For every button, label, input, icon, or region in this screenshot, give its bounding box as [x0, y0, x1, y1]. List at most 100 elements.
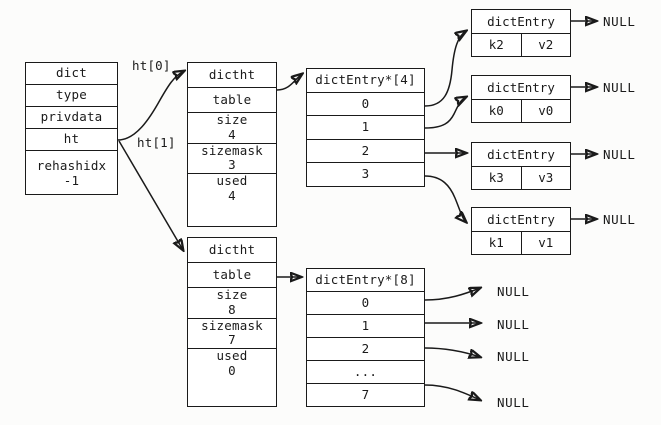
null-label-k3-next: NULL: [603, 147, 636, 162]
dictht0-field-used-label: used: [216, 173, 248, 188]
bucket8-slot-7: 7: [307, 384, 424, 406]
dict-entry-node-k3-value-text: v3: [538, 170, 554, 186]
bucket8-slot-7-label: 7: [361, 386, 370, 402]
null-label-k2-next: NULL: [603, 14, 636, 29]
dict-entry-node-k0-kv: k0 v0: [472, 99, 571, 122]
null-label-bucket8-0-text: NULL: [497, 284, 530, 299]
ht1-pointer-label: ht[1]: [137, 135, 176, 150]
bucket-slot-1: 1: [307, 116, 424, 140]
bucket8-slot-0: 0: [307, 292, 424, 315]
dict-struct-title: dict: [26, 63, 117, 85]
dict-entry-node-k2-kv: k2 v2: [472, 33, 571, 56]
dictht1-field-sizemask-value: 7: [228, 332, 236, 348]
arrow-bucket8-0-null: [424, 288, 480, 301]
dictht1-field-used: used 0: [188, 348, 276, 379]
dict-entry-node-k2-key: k2: [472, 33, 522, 56]
dictht1-field-size-label: size: [216, 287, 248, 302]
bucket8-slot-2: 2: [307, 338, 424, 361]
dict-entry-node-k3-key: k3: [472, 166, 522, 189]
bucket-slot-1-label: 1: [361, 119, 370, 135]
dict-struct-title-text: dict: [56, 65, 87, 81]
dictht0-field-sizemask-value: 3: [228, 157, 236, 173]
bucket-slot-0: 0: [307, 93, 424, 117]
null-label-k1-next: NULL: [603, 212, 636, 227]
dictht0-struct-box: dictht table size 4 sizemask 3 used 4: [187, 62, 277, 227]
null-label-bucket8-2-text: NULL: [497, 349, 530, 364]
null-label-bucket8-1-text: NULL: [497, 317, 530, 332]
dict-entry-node-k0-value: v0: [522, 100, 571, 122]
bucket-array-8-box: dictEntry*[8] 0 1 2 ... 7: [306, 268, 425, 407]
dictht1-title: dictht: [188, 238, 276, 263]
dict-entry-node-k0-key-text: k0: [488, 103, 504, 119]
dict-field-privdata-label: privdata: [40, 109, 103, 125]
bucket-array-8-header: dictEntry*[8]: [307, 269, 424, 292]
dict-entry-node-k2-value: v2: [522, 34, 571, 56]
dict-entry-node-k0-title-text: dictEntry: [487, 79, 555, 95]
bucket8-slot-1: 1: [307, 315, 424, 338]
null-label-k0-next-text: NULL: [603, 80, 636, 95]
dictht1-field-table: table: [188, 263, 276, 288]
bucket-array-8-header-text: dictEntry*[8]: [315, 271, 416, 287]
dict-entry-node-k3-title: dictEntry: [472, 143, 570, 167]
bucket-array-4-box: dictEntry*[4] 0 1 2 3: [306, 68, 425, 187]
arrow-bucket0-to-k2: [424, 31, 466, 107]
figure-caption: [0, 414, 661, 425]
dict-entry-node-k1-value-text: v1: [538, 235, 554, 251]
ht0-pointer-label: ht[0]: [132, 58, 171, 73]
dictht0-field-size-value: 4: [228, 126, 236, 142]
dict-entry-node-k2-key-text: k2: [488, 37, 504, 53]
dict-entry-node-k3: dictEntry k3 v3: [471, 142, 571, 190]
dictht1-field-sizemask: sizemask 7: [188, 317, 276, 349]
null-label-bucket8-2: NULL: [497, 349, 530, 364]
dict-entry-node-k0-key: k0: [472, 99, 522, 122]
dict-entry-node-k2-title-text: dictEntry: [487, 13, 555, 29]
dict-field-ht: ht: [26, 129, 117, 151]
dict-entry-node-k0: dictEntry k0 v0: [471, 75, 571, 123]
arrow-bucket1-to-k0: [424, 97, 466, 129]
null-label-k1-next-text: NULL: [603, 212, 636, 227]
dictht0-field-table-label: table: [212, 91, 252, 107]
null-label-k3-next-text: NULL: [603, 147, 636, 162]
dict-entry-node-k3-value: v3: [522, 167, 571, 189]
dict-struct-box: dict type privdata ht rehashidx -1: [25, 62, 118, 195]
null-label-bucket8-7-text: NULL: [497, 395, 530, 410]
dict-field-ht-label: ht: [63, 131, 80, 147]
dictht0-field-used: used 4: [188, 173, 276, 204]
dictht1-field-used-label: used: [216, 348, 248, 363]
dict-entry-node-k0-value-text: v0: [538, 103, 554, 119]
dict-entry-node-k1-key-text: k1: [488, 235, 504, 251]
null-label-k0-next: NULL: [603, 80, 636, 95]
dict-entry-node-k3-kv: k3 v3: [472, 166, 571, 189]
bucket-slot-2: 2: [307, 140, 424, 164]
dict-entry-node-k1-value: v1: [522, 232, 571, 254]
ht1-pointer-label-text: ht[1]: [137, 135, 176, 150]
dict-entry-node-k1: dictEntry k1 v1: [471, 207, 571, 255]
bucket8-slot-ellipsis-label: ...: [353, 363, 378, 379]
bucket-array-4-header-text: dictEntry*[4]: [315, 71, 416, 87]
dictht0-field-size-label: size: [216, 112, 248, 127]
bucket-slot-3-label: 3: [361, 166, 370, 182]
null-label-bucket8-7: NULL: [497, 395, 530, 410]
null-label-bucket8-1: NULL: [497, 317, 530, 332]
dict-field-privdata: privdata: [26, 107, 117, 129]
dictht1-field-sizemask-label: sizemask: [201, 317, 263, 333]
dictht1-title-text: dictht: [208, 241, 256, 257]
dictht1-field-table-label: table: [212, 266, 252, 282]
dictht0-field-used-value: 4: [228, 187, 236, 203]
bucket-slot-0-label: 0: [361, 95, 370, 111]
dict-entry-node-k0-title: dictEntry: [472, 76, 570, 100]
dictht0-field-size: size 4: [188, 112, 276, 144]
dict-entry-node-k3-key-text: k3: [488, 170, 504, 186]
arrow-dictht0-table: [276, 74, 302, 91]
dict-entry-node-k2-value-text: v2: [538, 37, 554, 53]
bucket-array-4-header: dictEntry*[4]: [307, 69, 424, 93]
dictht0-field-table: table: [188, 88, 276, 113]
dictht0-field-sizemask-label: sizemask: [201, 142, 263, 158]
arrow-ht0: [117, 71, 184, 141]
dictht0-field-sizemask: sizemask 3: [188, 142, 276, 174]
dict-entry-node-k1-title: dictEntry: [472, 208, 570, 232]
dict-field-type-label: type: [56, 87, 87, 103]
arrow-bucket3-to-k1: [424, 175, 466, 222]
dict-entry-node-k1-key: k1: [472, 231, 522, 254]
bucket8-slot-0-label: 0: [361, 294, 370, 310]
